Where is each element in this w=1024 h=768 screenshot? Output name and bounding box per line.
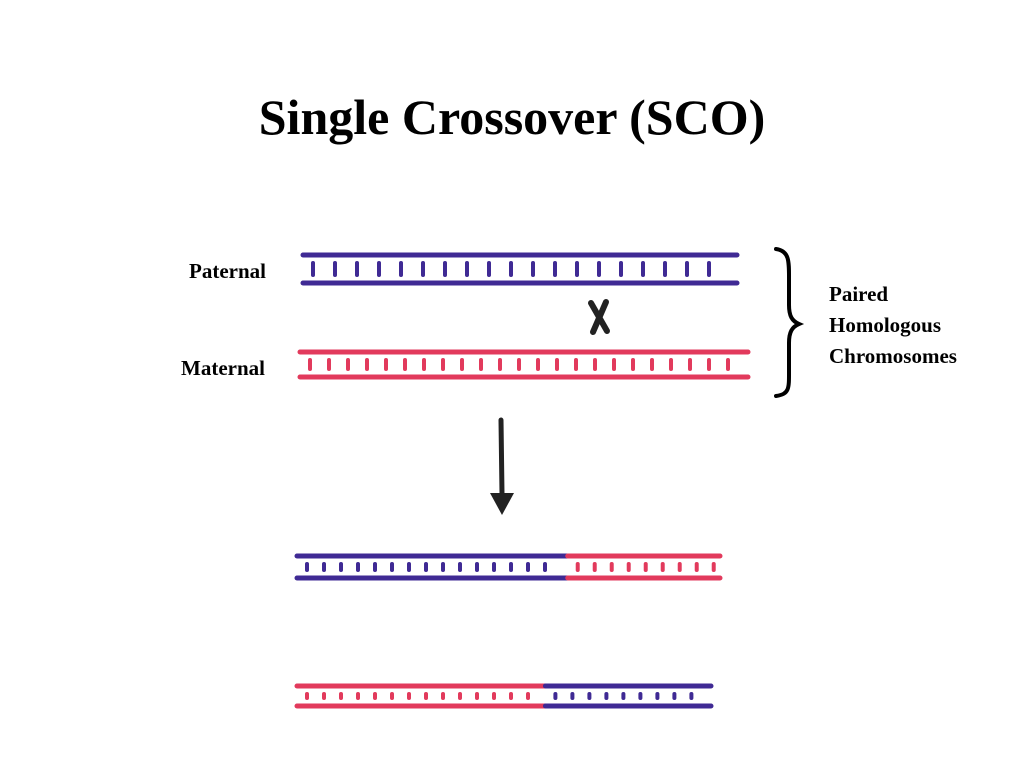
bracket-label-line-1: Paired [829, 282, 889, 306]
paired-homologous-chromosomes-label: Paired Homologous Chromosomes [829, 279, 957, 372]
crossover-mark [588, 299, 610, 335]
recombinant-chromosome-1-segment-maternal [565, 553, 723, 581]
recombinant-chromosome-2 [294, 683, 714, 709]
chromosome-layer [294, 252, 751, 709]
paternal-label: Paternal [189, 259, 266, 283]
recombinant-chromosome-1 [294, 553, 723, 581]
paternal-chromosome-segment-paternal [300, 252, 740, 286]
recombinant-chromosome-2-segment-maternal [294, 683, 548, 709]
arrow-shaft [498, 417, 505, 497]
down-arrow-icon [490, 417, 514, 515]
paternal-chromosome [300, 252, 740, 286]
bracket-label-line-2: Homologous [829, 313, 942, 337]
recombinant-chromosome-2-segment-paternal [542, 683, 714, 709]
curly-brace-icon [774, 247, 805, 398]
recombinant-chromosome-1-segment-paternal [294, 553, 571, 581]
bracket-label-line-3: Chromosomes [829, 344, 957, 368]
arrow-head [490, 493, 514, 515]
maternal-label: Maternal [181, 356, 265, 380]
maternal-chromosome-segment-maternal [297, 349, 751, 380]
crossover-mark-stroke-2 [590, 299, 609, 335]
page-title: Single Crossover (SCO) [258, 89, 766, 145]
maternal-chromosome [297, 349, 751, 380]
